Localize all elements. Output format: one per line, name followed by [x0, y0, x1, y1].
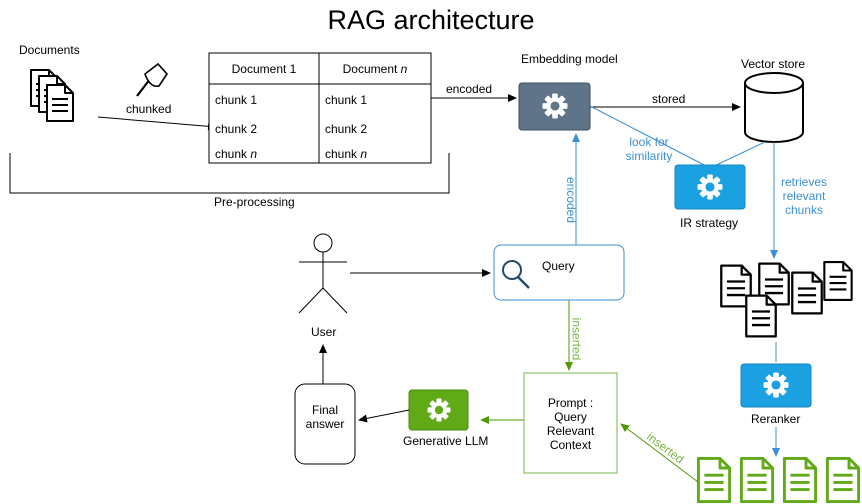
- documents-icon: [30, 69, 75, 123]
- chunked-arrow: [97, 116, 217, 131]
- final-answer-line-1: Final: [311, 403, 338, 417]
- italic-n: n: [400, 62, 408, 76]
- final-answer-line-2: answer: [305, 417, 345, 431]
- table-cell-r3c1-text: chunk n: [215, 147, 258, 161]
- italic-n: n: [360, 147, 368, 161]
- look-for-similarity-label: look for similarity: [618, 135, 680, 163]
- inserted-vertical-label: inserted: [569, 317, 584, 361]
- table-cell-r3c2: chunk n: [325, 147, 367, 161]
- similarity-line-left: [589, 105, 711, 169]
- user-label: User: [311, 325, 337, 339]
- table-cell-r2c1: chunk 2: [215, 122, 258, 136]
- vector-store-label: Vector store: [741, 57, 806, 71]
- similarity-line-right: [709, 141, 766, 169]
- final-answer-text: Final answer: [295, 403, 355, 431]
- retrieves-label: retrieves relevant chunks: [776, 175, 832, 217]
- green-document-icon: [696, 456, 861, 504]
- reranker-box: [740, 363, 812, 408]
- generative-llm-label: Generative LLM: [403, 434, 489, 448]
- final-answer-box: [294, 383, 356, 465]
- prompt-line-4: Context: [549, 438, 592, 452]
- table-cell-r2c2: chunk 2: [325, 122, 368, 136]
- encoded-label: encoded: [446, 82, 493, 96]
- prompt-text: Prompt : Query Relevant Context: [524, 396, 617, 452]
- pre-processing-label: Pre-processing: [214, 195, 295, 209]
- prompt-line-1: Prompt :: [547, 396, 594, 410]
- documents-label: Documents: [19, 43, 80, 57]
- italic-n: n: [250, 147, 258, 161]
- ir-strategy-box: [674, 164, 746, 210]
- table-cell-r1c1: chunk 1: [215, 93, 258, 107]
- encoded-vertical-label: encoded: [564, 176, 579, 224]
- database-icon: [744, 72, 804, 143]
- pre-processing-bracket: [9, 153, 450, 194]
- page-title: RAG architecture: [327, 5, 535, 35]
- table-header-docn: Document n: [319, 62, 431, 76]
- table-header-docn-text: Document n: [342, 62, 408, 76]
- retrieves-line-2: relevant: [782, 189, 826, 203]
- query-box: [493, 244, 625, 301]
- retrieves-line-3: chunks: [784, 203, 824, 217]
- prompt-line-2: Query: [554, 410, 587, 424]
- axe-icon: [136, 62, 169, 97]
- llm-answer-arrow: [358, 409, 410, 423]
- embedding-model-box: [518, 82, 591, 131]
- similarity-line: similarity: [625, 149, 673, 163]
- document-table: [208, 52, 432, 164]
- query-label: Query: [542, 259, 575, 273]
- ir-strategy-label: IR strategy: [680, 216, 739, 230]
- search-icon: [502, 260, 530, 289]
- retrieved-documents: [720, 260, 853, 338]
- look-for-line: look for: [629, 135, 669, 149]
- embedding-model-label: Embedding model: [521, 52, 618, 66]
- retrieves-line-1: retrieves: [780, 175, 827, 189]
- table-cell-r3c1: chunk n: [215, 147, 257, 161]
- reranker-label: Reranker: [751, 412, 801, 426]
- chunked-label: chunked: [126, 102, 172, 116]
- table-header-doc1: Document 1: [231, 62, 297, 76]
- table-cell-r1c2: chunk 1: [325, 93, 368, 107]
- generative-llm-box: [408, 389, 469, 431]
- prompt-box: [523, 372, 618, 474]
- table-cell-r3c2-text: chunk n: [325, 147, 368, 161]
- inserted-diagonal-arrow: [620, 423, 699, 483]
- stick-figure-icon: [298, 233, 348, 314]
- prompt-line-3: Relevant: [546, 424, 595, 438]
- stored-label: stored: [652, 92, 686, 106]
